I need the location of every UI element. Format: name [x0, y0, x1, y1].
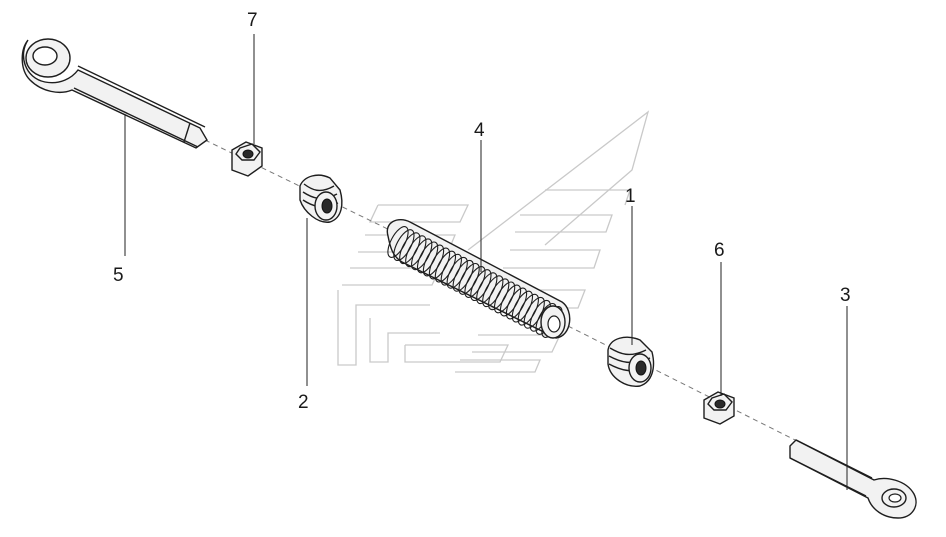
hex-nut-upper	[231, 141, 263, 177]
spring-coil-ring	[393, 229, 415, 262]
spring-coil-ring	[458, 262, 480, 295]
callout-labels: 7 5 2 4 1 6 3	[113, 10, 851, 413]
callout-7: 7	[247, 10, 258, 31]
spring-coil-ring	[470, 269, 492, 302]
spring-seat-right	[607, 336, 655, 387]
spring-coil-ring	[505, 287, 528, 320]
spring-coil-ring	[428, 247, 451, 280]
callout-1: 1	[625, 186, 636, 207]
callout-2: 2	[298, 392, 309, 413]
spring-coil-ring	[422, 244, 445, 277]
hex-nut-lower	[703, 391, 735, 425]
spring-coil-ring	[499, 284, 522, 317]
spring-coil-ring	[452, 259, 474, 292]
callout-5: 5	[113, 265, 124, 286]
spring-coil-ring	[476, 272, 498, 305]
spring-coil-ring	[446, 256, 468, 289]
spring-coil-ring	[488, 278, 510, 311]
spring-coil-ring	[405, 235, 427, 268]
spring-coil-ring	[493, 281, 516, 314]
spring-coil-ring	[387, 226, 409, 258]
callout-6: 6	[714, 240, 725, 261]
leader-lines	[124, 34, 848, 490]
callout-4: 4	[474, 120, 485, 141]
spring-coil-ring	[416, 241, 439, 274]
spring-coil-ring	[440, 253, 462, 286]
spring-coil-ring	[511, 290, 534, 323]
spring-coil-ring	[523, 296, 545, 329]
watermark-logo	[337, 110, 650, 373]
spring-coil-ring	[411, 238, 433, 271]
spring-seat-left	[299, 174, 343, 223]
spring-coil-ring	[434, 250, 457, 283]
coil-spring	[386, 218, 571, 339]
callout-3: 3	[840, 285, 851, 306]
spring-coil-ring	[482, 275, 504, 308]
eye-bolt-left	[21, 38, 208, 149]
spring-coil-ring	[464, 266, 486, 298]
spring-coil-ring	[517, 293, 539, 326]
spring-coil-ring	[399, 232, 421, 265]
eye-bolt-right	[789, 439, 917, 519]
